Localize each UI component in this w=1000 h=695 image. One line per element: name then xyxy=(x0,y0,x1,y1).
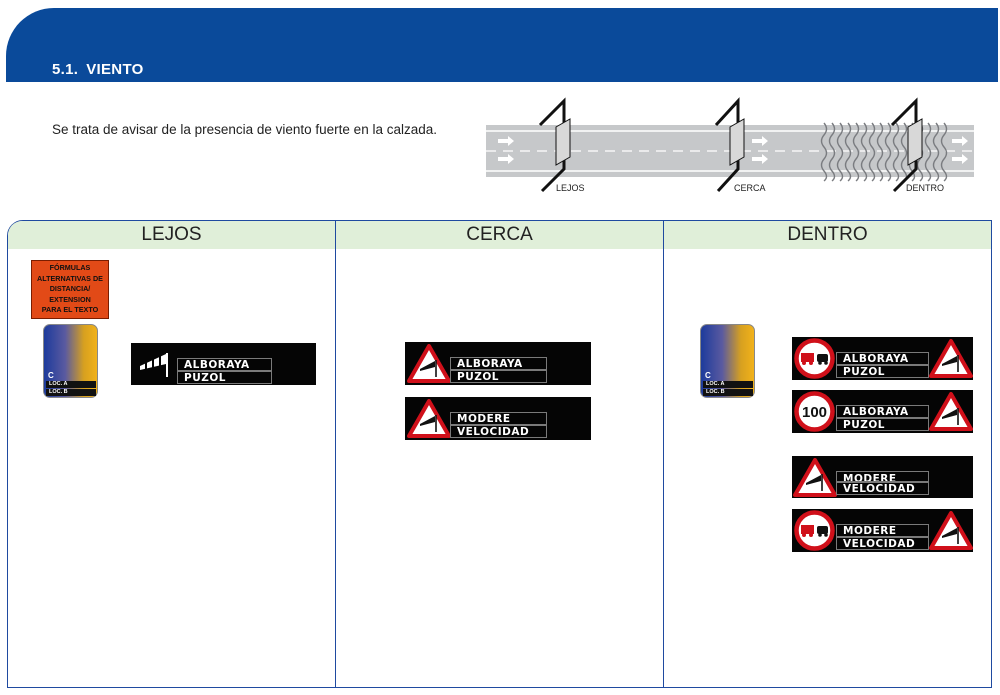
note-line: DISTANCIA/ xyxy=(49,284,91,293)
wind-warning-triangle-icon xyxy=(929,511,973,550)
pmv-panel-lejos: C LOC. A LOC. B xyxy=(43,324,98,398)
vms-line-2: PUZOL xyxy=(836,418,929,431)
vms-line-1: MODERE xyxy=(836,471,929,482)
column-cerca: CERCA xyxy=(335,221,663,687)
vms-line-2: VELOCIDAD xyxy=(836,482,929,495)
pmv-loc-b: LOC. B xyxy=(46,389,96,396)
intro-text: Se trata de avisar de la presencia de vi… xyxy=(52,122,437,137)
note-line: PARA EL TEXTO xyxy=(41,305,99,314)
vms-line-1: ALBORAYA xyxy=(836,352,929,365)
vms-line-2: PUZOL xyxy=(836,365,929,378)
scenario-panels: LEJOS CERCA DENTRO xyxy=(7,220,992,688)
no-overtaking-trucks-icon xyxy=(794,338,835,379)
vms-sign-dentro-4: MODERE VELOCIDAD xyxy=(792,509,973,552)
vms-line-1: ALBORAYA xyxy=(836,405,929,418)
wind-warning-triangle-icon xyxy=(929,339,973,378)
pmv-loc-a: LOC. A xyxy=(703,381,753,388)
wind-warning-triangle-icon xyxy=(793,458,837,497)
note-line: ALTERNATIVAS DE xyxy=(37,273,103,283)
column-header-cerca: CERCA xyxy=(336,221,663,249)
vms-line-2: VELOCIDAD xyxy=(836,537,929,550)
road-diagram: LEJOS CERCA DENTRO xyxy=(484,95,976,200)
section-name: VIENTO xyxy=(86,61,144,78)
vms-sign-dentro-2: 100 ALBORAYA PUZOL xyxy=(792,390,973,433)
note-line: EXTENSION xyxy=(49,294,91,304)
vms-line-1: ALBORAYA xyxy=(450,357,547,370)
vms-sign-dentro-3: MODERE VELOCIDAD xyxy=(792,456,973,498)
vms-line-1: ALBORAYA xyxy=(177,358,272,371)
vms-line-1: MODERE xyxy=(450,412,547,425)
no-overtaking-trucks-icon xyxy=(794,510,835,551)
vms-sign-cerca-1: ALBORAYA PUZOL xyxy=(405,342,591,385)
wind-warning-triangle-icon xyxy=(929,392,973,431)
vms-line-2: PUZOL xyxy=(450,370,547,383)
column-lejos: LEJOS xyxy=(8,221,335,687)
vms-line-2: VELOCIDAD xyxy=(450,425,547,438)
wind-warning-triangle-icon xyxy=(407,399,451,438)
note-line: FÓRMULAS xyxy=(49,263,91,272)
zone-label-dentro: DENTRO xyxy=(906,183,944,193)
vms-line-1: MODERE xyxy=(836,524,929,537)
wind-warning-triangle-icon xyxy=(407,344,451,383)
vms-sign-lejos: ALBORAYA PUZOL xyxy=(131,343,316,385)
section-header-bar xyxy=(6,8,998,82)
vms-line-2: PUZOL xyxy=(177,371,272,384)
speed-limit-sign-icon: 100 xyxy=(794,391,835,432)
column-dentro: DENTRO xyxy=(663,221,991,687)
column-header-lejos: LEJOS xyxy=(8,221,335,249)
windsock-icon xyxy=(140,353,168,377)
zone-label-lejos: LEJOS xyxy=(556,183,585,193)
column-header-dentro: DENTRO xyxy=(664,221,991,249)
pmv-loc-a: LOC. A xyxy=(46,381,96,388)
section-number: 5.1. xyxy=(52,61,79,78)
vms-sign-dentro-1: ALBORAYA PUZOL xyxy=(792,337,973,380)
pmv-letter: C xyxy=(48,371,54,380)
pmv-letter: C xyxy=(705,371,711,380)
pmv-panel-dentro: C LOC. A LOC. B xyxy=(700,324,755,398)
section-title: 5.1. VIENTO xyxy=(52,61,144,78)
zone-label-cerca: CERCA xyxy=(734,183,766,193)
vms-sign-cerca-2: MODERE VELOCIDAD xyxy=(405,397,591,440)
speed-limit-value: 100 xyxy=(802,404,827,421)
text-alternatives-note: FÓRMULAS ALTERNATIVAS DE DISTANCIA/ EXTE… xyxy=(31,260,109,319)
pmv-loc-b: LOC. B xyxy=(703,389,753,396)
road-diagram-illustration xyxy=(486,97,974,193)
